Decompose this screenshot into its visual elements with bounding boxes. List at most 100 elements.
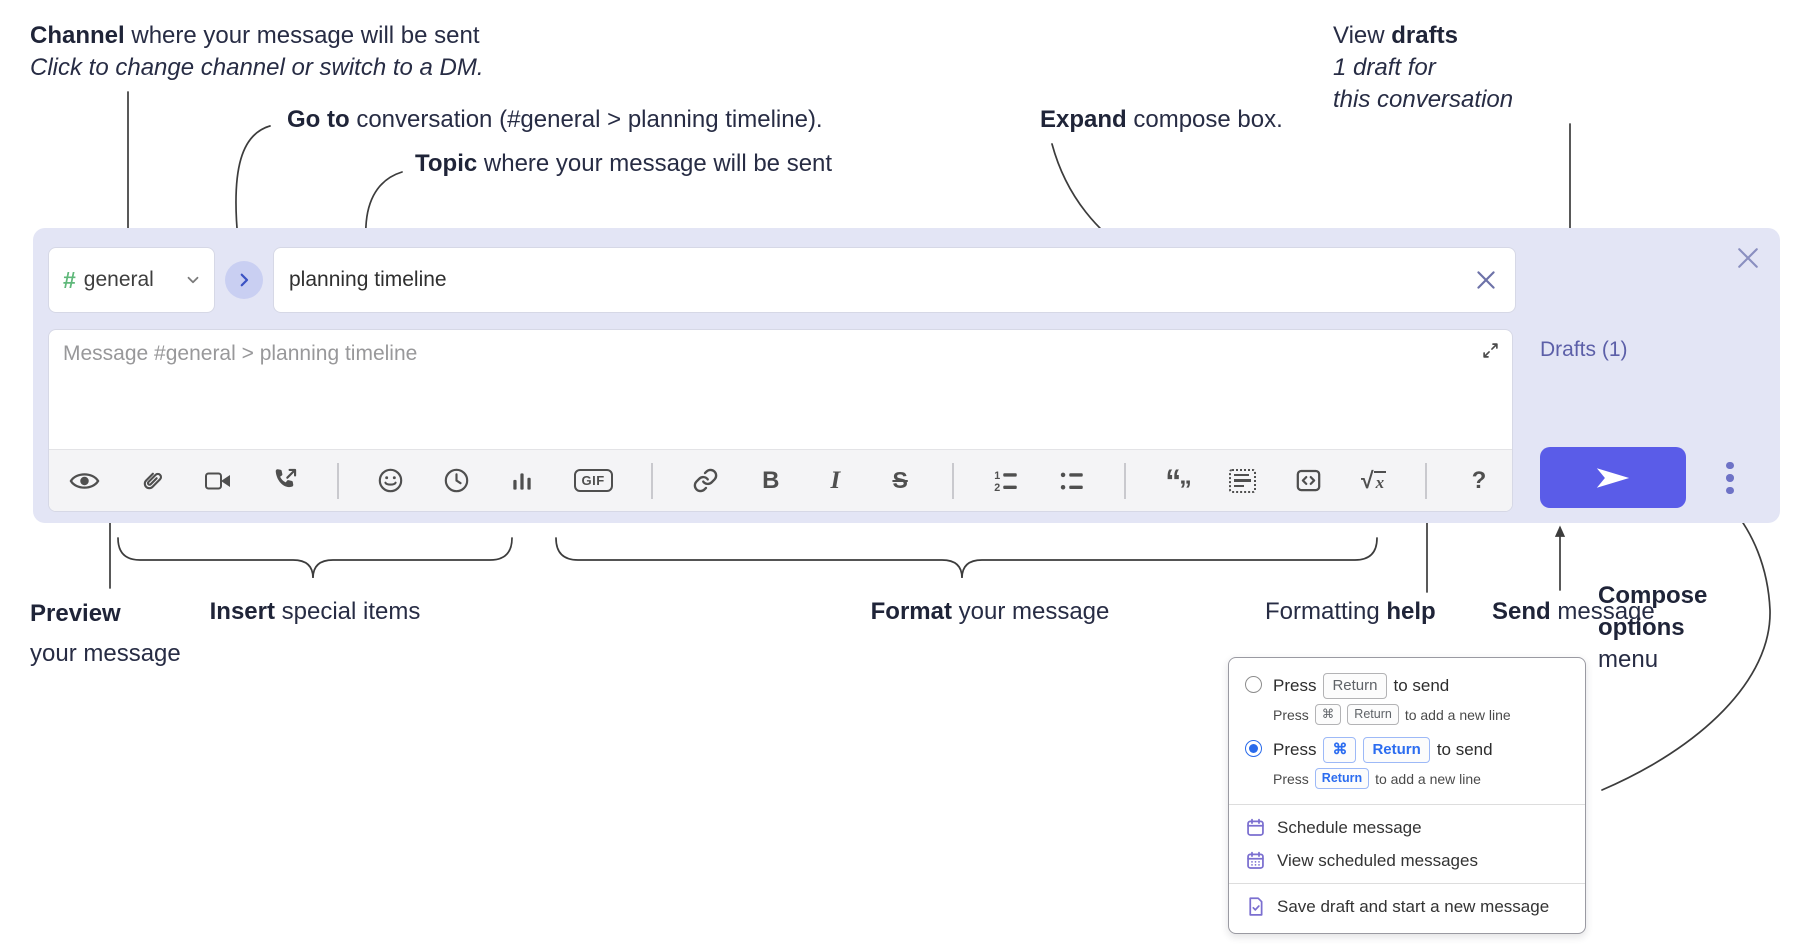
quote-button[interactable]: “” — [1165, 461, 1191, 504]
message-formatting-help-button[interactable]: ? — [1466, 461, 1492, 501]
italic-button[interactable]: I — [822, 461, 848, 501]
recipient-row: # general — [48, 247, 1516, 313]
close-compose-button[interactable] — [1730, 240, 1766, 276]
drafts-link[interactable]: Drafts (1) — [1540, 338, 1628, 361]
radio-checked-icon — [1245, 740, 1262, 757]
italic-icon: I — [830, 466, 841, 494]
channel-annotation-bold: Channel — [30, 22, 125, 49]
bulleted-list-icon — [1060, 472, 1083, 490]
return-key: Return — [1347, 704, 1399, 725]
clear-topic-x-icon — [1477, 271, 1495, 289]
expand-annotation: Expand compose box. — [1040, 106, 1283, 133]
paperclip-icon — [143, 472, 162, 490]
channel-selector[interactable]: # general — [48, 247, 215, 313]
radio-unchecked-icon — [1245, 676, 1262, 693]
cmd-key: ⌘ — [1323, 737, 1357, 763]
svg-text:1: 1 — [995, 470, 1001, 482]
question-mark-icon: ? — [1471, 466, 1487, 494]
topic-input[interactable] — [289, 268, 1471, 292]
bold-icon: B — [762, 466, 780, 494]
toolbar-divider — [1123, 462, 1126, 499]
clear-topic-button[interactable] — [1471, 265, 1501, 295]
quote-icon: “” — [1165, 462, 1191, 504]
code-icon — [1296, 469, 1321, 492]
preview-message-button[interactable] — [69, 461, 100, 501]
topic-input-box — [273, 247, 1516, 313]
phone-call-icon — [275, 468, 297, 488]
compose-options-annotation: Compose options menu — [1598, 582, 1708, 673]
compose-options-popup: Press Return to send Press ⌘ Return to a… — [1228, 657, 1586, 934]
compose-options-menu-button[interactable] — [1708, 455, 1752, 501]
link-button[interactable] — [692, 461, 719, 501]
format-brace — [555, 537, 1378, 579]
channel-annotation-line2: Click to change channel or switch to a D… — [30, 54, 484, 81]
send-button[interactable] — [1540, 447, 1686, 508]
gif-button[interactable]: GIF — [573, 461, 613, 501]
message-input[interactable] — [49, 330, 1512, 449]
view-drafts-annotation: View drafts 1 draft for this conversatio… — [1333, 22, 1514, 113]
expand-icon — [1482, 342, 1498, 358]
bulleted-list-button[interactable] — [1058, 461, 1085, 501]
message-compose-area: GIF B I S 12 “” — [48, 329, 1513, 512]
dot-icon — [1726, 461, 1734, 470]
return-key: Return — [1314, 768, 1370, 789]
channel-hash-icon: # — [63, 266, 76, 293]
menu-separator — [1229, 883, 1585, 884]
dot-icon — [1726, 474, 1734, 482]
clock-icon — [444, 468, 469, 493]
gif-icon: GIF — [573, 469, 613, 492]
eye-icon — [69, 472, 100, 489]
formatting-help-annotation: Formatting help — [1265, 598, 1436, 625]
calendar-icon — [1247, 818, 1264, 836]
schedule-time-button[interactable] — [443, 461, 470, 501]
calendar-scheduled-icon — [1247, 851, 1264, 869]
channel-name: general — [83, 268, 154, 291]
attach-file-button[interactable] — [139, 461, 166, 501]
chevron-right-icon — [240, 273, 249, 287]
goto-arrow — [232, 125, 271, 243]
link-icon — [693, 468, 718, 493]
strikethrough-button[interactable]: S — [887, 461, 913, 501]
message-input-wrapper — [49, 330, 1512, 449]
bar-chart-icon — [513, 472, 531, 490]
go-to-conversation-button[interactable] — [225, 261, 263, 299]
topic-annotation: Topic where your message will be sent — [415, 150, 833, 177]
close-icon — [1738, 248, 1758, 268]
send-annotation: Send message — [1492, 598, 1655, 625]
cmd-key: ⌘ — [1314, 704, 1342, 725]
dot-icon — [1726, 486, 1734, 495]
spoiler-icon — [1229, 468, 1257, 493]
bold-button[interactable]: B — [758, 461, 784, 501]
spoiler-button[interactable] — [1229, 461, 1257, 501]
svg-text:2: 2 — [995, 482, 1001, 494]
menu-item-save-draft[interactable]: Save draft and start a new message — [1243, 890, 1571, 923]
code-button[interactable] — [1295, 461, 1322, 501]
poll-button[interactable] — [509, 461, 535, 501]
toolbar-divider — [651, 462, 654, 499]
insert-brace — [117, 537, 513, 579]
channel-annotation: Channel where your message will be sent … — [30, 20, 484, 84]
menu-separator — [1229, 804, 1585, 805]
compose-box: # general Drafts (1) — [33, 228, 1780, 523]
toolbar-divider — [336, 462, 339, 499]
send-option-return[interactable]: Press Return to send Press ⌘ Return to a… — [1243, 670, 1571, 734]
goto-annotation: Go to conversation (#general > planning … — [287, 106, 823, 133]
insert-annotation: Insert special items — [209, 598, 421, 625]
menu-item-view-scheduled-messages[interactable]: View scheduled messages — [1243, 844, 1571, 877]
math-sqrt-icon: √x — [1361, 467, 1387, 493]
voice-call-button[interactable] — [271, 461, 298, 501]
menu-item-schedule-message[interactable]: Schedule message — [1243, 811, 1571, 844]
format-annotation: Format your message — [870, 598, 1110, 625]
video-call-button[interactable] — [204, 461, 232, 501]
emoji-button[interactable] — [377, 461, 404, 501]
preview-annotation: Preview your message — [30, 600, 181, 667]
send-option-cmd-return[interactable]: Press ⌘ Return to send Press Return to a… — [1243, 734, 1571, 798]
math-button[interactable]: √x — [1361, 461, 1387, 501]
return-key: Return — [1323, 673, 1387, 699]
save-draft-icon — [1249, 897, 1263, 916]
expand-compose-button[interactable] — [1478, 338, 1502, 362]
send-paper-plane-icon — [1596, 467, 1630, 488]
